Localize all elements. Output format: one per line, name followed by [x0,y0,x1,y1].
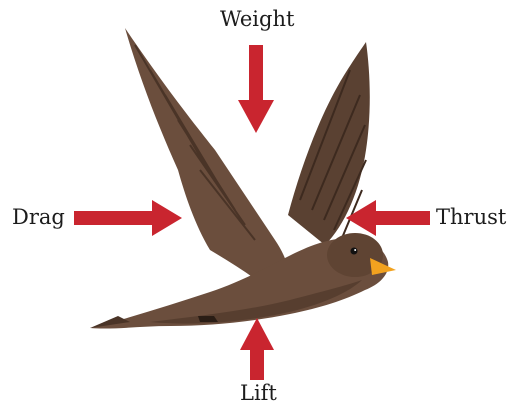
drag-label: Drag [12,207,65,228]
lift-arrow [240,318,274,380]
bird-eye-highlight [354,249,356,251]
drag-arrow [74,200,182,236]
bird-eye [351,248,358,255]
thrust-label: Thrust [436,207,506,228]
thrust-arrow [346,200,430,236]
bird-illustration [90,28,396,329]
lift-label: Lift [240,383,277,404]
weight-arrow [238,45,274,133]
weight-label: Weight [220,9,294,30]
